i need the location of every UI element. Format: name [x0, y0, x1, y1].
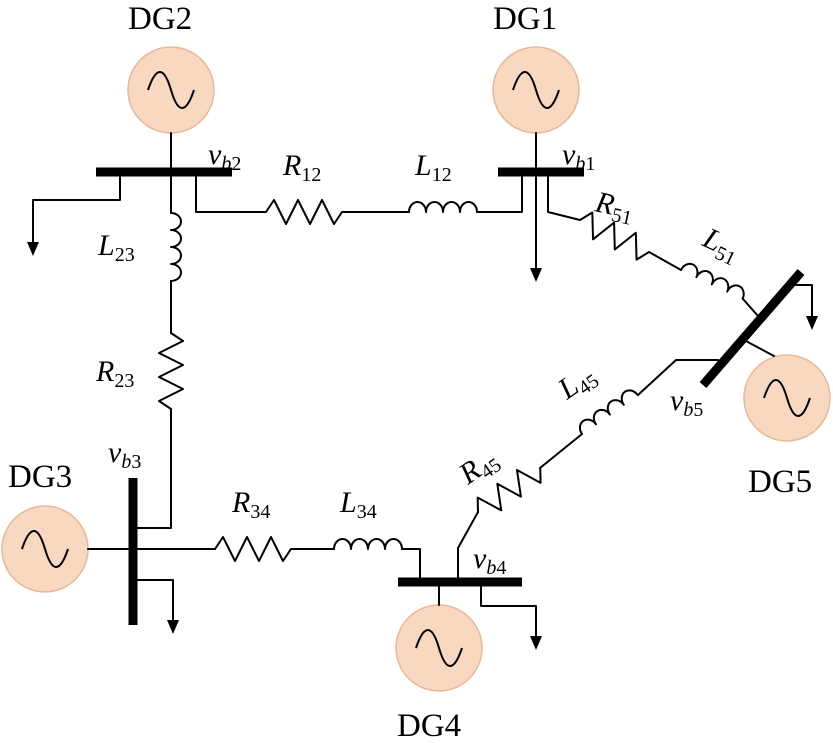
- generator-dg5: [743, 354, 831, 442]
- generator-dg4: [395, 604, 483, 692]
- generator-dg3: [1, 505, 89, 593]
- line-4-5: [457, 359, 719, 583]
- load-arrow-b4: [480, 581, 542, 650]
- resistor-r12: [265, 199, 343, 225]
- bus-b5: [699, 269, 805, 388]
- generator-dg2: [127, 46, 215, 134]
- bus-label-vb2: vb2: [208, 138, 241, 175]
- line-3-4: [132, 536, 421, 583]
- line-2-3: [132, 171, 184, 529]
- label-r23: R23: [95, 355, 134, 392]
- bus-label-vb3: vb3: [108, 436, 141, 473]
- label-r51: R51: [591, 185, 637, 229]
- label-l12: L12: [414, 149, 452, 186]
- resistor-r23: [158, 332, 184, 410]
- inductor-l34: [333, 538, 403, 550]
- bus-label-vb4: vb4: [473, 542, 506, 579]
- bus-label-vb1: vb1: [562, 138, 595, 175]
- load-arrow-b3: [132, 579, 179, 634]
- dg5-label: DG5: [748, 464, 812, 500]
- inductor-l12: [408, 201, 478, 213]
- label-l23: L23: [97, 229, 135, 266]
- load-arrow-b1: [530, 171, 542, 282]
- dg5-feeder: [743, 339, 775, 357]
- line-5-1: [547, 171, 759, 317]
- inductor-l23: [170, 212, 182, 282]
- bus-label-vb5: vb5: [670, 384, 703, 421]
- load-arrow-b2: [27, 171, 121, 256]
- resistor-r34: [214, 536, 292, 562]
- line-1-2: [195, 171, 523, 225]
- inductor-l45: [578, 389, 639, 435]
- dg2-label: DG2: [128, 1, 192, 37]
- inductor-l51: [680, 262, 745, 300]
- dg3-label: DG3: [8, 459, 72, 495]
- label-l51: L51: [695, 221, 745, 270]
- dg4-label: DG4: [397, 708, 461, 743]
- label-l45: L45: [551, 358, 603, 410]
- dg1-label: DG1: [493, 1, 557, 37]
- label-l34: L34: [339, 486, 377, 523]
- label-r12: R12: [282, 149, 321, 186]
- generator-dg1: [492, 46, 580, 134]
- label-r34: R34: [231, 486, 270, 523]
- load-arrow-b5: [791, 284, 818, 330]
